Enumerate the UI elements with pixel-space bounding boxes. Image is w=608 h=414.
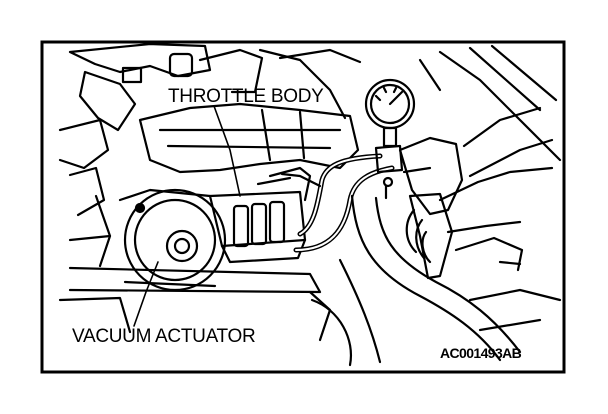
- lower-bracket: [58, 194, 332, 342]
- figure-frame: [40, 40, 566, 374]
- vacuum-gauge: [364, 78, 416, 200]
- vacuum-hose: [280, 153, 395, 253]
- vacuum-actuator-leader: [133, 261, 159, 327]
- engine-upper-left: [58, 42, 264, 217]
- vacuum-actuator: [118, 188, 227, 292]
- throttle-body-label: THROTTLE BODY: [168, 86, 324, 107]
- coolant-hose: [310, 194, 522, 367]
- intake-manifold: [138, 48, 362, 174]
- vacuum-actuator-label: VACUUM ACTUATOR: [72, 326, 256, 347]
- body-panel: [418, 44, 562, 332]
- figure-code: AC001493AB: [440, 345, 522, 361]
- hand-pump: [398, 106, 554, 280]
- throttle-body-leader: [213, 105, 241, 197]
